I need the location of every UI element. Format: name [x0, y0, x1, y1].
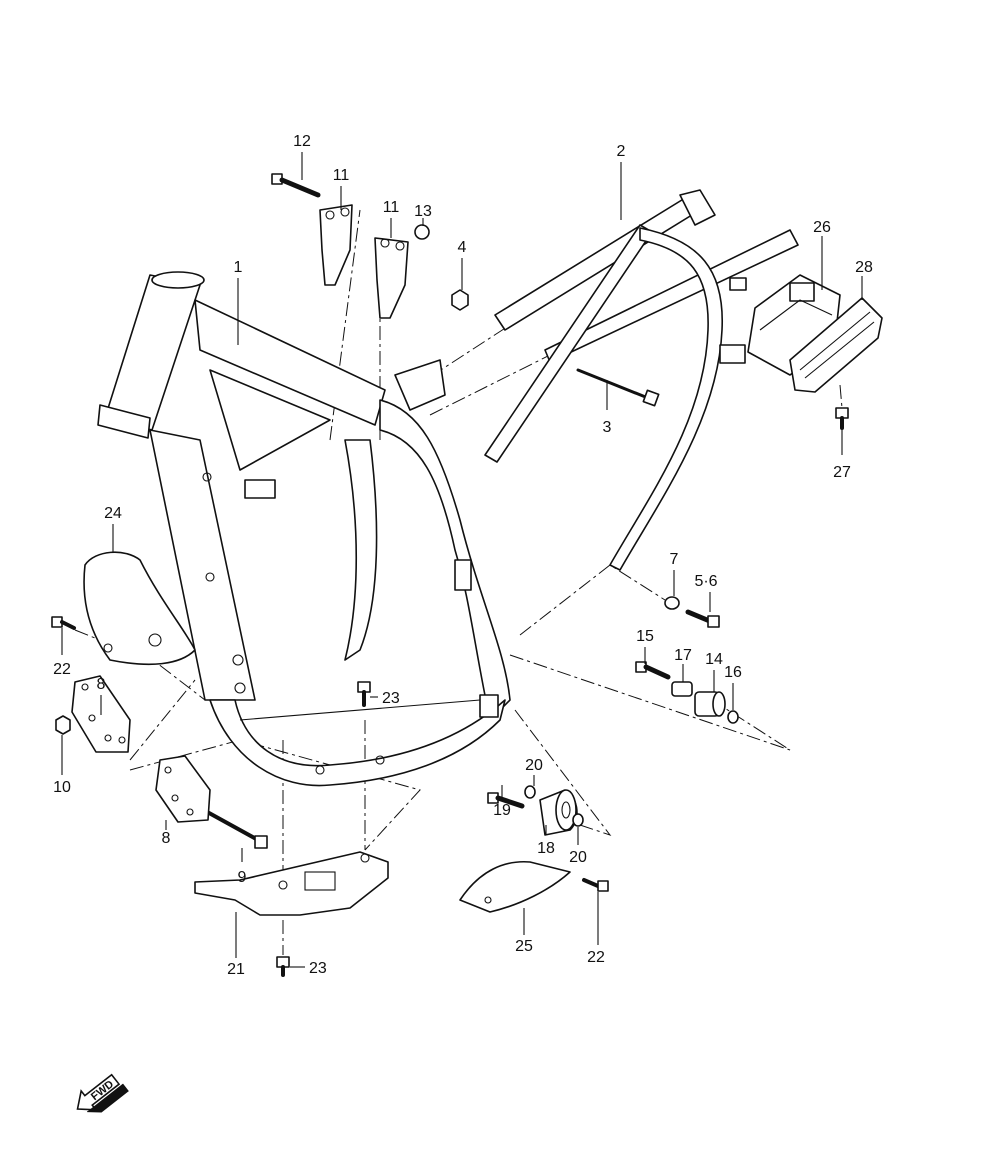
callout-7: 7 — [670, 551, 679, 568]
collar-17 — [671, 681, 693, 697]
bolt-23b — [276, 956, 290, 977]
roller-18 — [539, 789, 578, 836]
callout-13: 13 — [414, 203, 432, 220]
callouts: 1 2 3 4 5·6 7 8 8 9 10 11 11 12 13 14 15… — [53, 133, 873, 978]
callout-25: 25 — [515, 938, 533, 955]
engine-plate-8b — [155, 755, 211, 823]
skid-plate-21 — [194, 851, 389, 916]
callout-11a: 11 — [333, 167, 350, 184]
engine-mount-bracket-11b — [374, 237, 409, 319]
callout-15: 15 — [636, 628, 654, 645]
callout-8b: 8 — [162, 830, 171, 847]
callout-22b: 22 — [587, 949, 605, 966]
callout-20b: 20 — [569, 849, 587, 866]
callout-23a: 23 — [382, 690, 400, 707]
callout-20a: 20 — [525, 757, 543, 774]
callout-24: 24 — [104, 505, 122, 522]
main-frame — [97, 271, 511, 787]
washer-20a — [524, 785, 536, 799]
washer-16 — [727, 710, 739, 724]
callout-4: 4 — [458, 239, 467, 256]
callout-5-6: 5·6 — [694, 573, 717, 590]
callout-2: 2 — [617, 143, 626, 160]
bolt-22a — [51, 616, 76, 630]
callout-23b: 23 — [309, 960, 327, 977]
callout-3: 3 — [603, 419, 612, 436]
washer-7 — [664, 596, 680, 610]
callout-27: 27 — [833, 464, 851, 481]
bolt-23a — [357, 681, 371, 707]
frame-guard-24 — [83, 551, 196, 666]
callout-21: 21 — [227, 961, 245, 978]
fwd-arrow-icon: FWD — [76, 1073, 129, 1113]
callout-11b: 11 — [383, 199, 400, 216]
callout-1: 1 — [234, 259, 243, 276]
nut-10 — [55, 715, 71, 735]
callout-12: 12 — [293, 133, 311, 150]
callout-19: 19 — [493, 802, 511, 819]
guard-25 — [459, 860, 571, 913]
bolt-22b — [582, 878, 609, 892]
callout-18: 18 — [537, 840, 555, 857]
bushing-14 — [694, 691, 726, 717]
callout-14: 14 — [705, 651, 723, 668]
bolt-9 — [198, 806, 268, 849]
callout-28: 28 — [855, 259, 873, 276]
leader-lines — [61, 152, 863, 968]
engine-mount-bracket-11a — [319, 204, 353, 286]
nut-4 — [451, 289, 469, 311]
callout-16: 16 — [724, 664, 742, 681]
bolt-12 — [271, 173, 321, 198]
bolt-15 — [635, 661, 671, 680]
washer-20b — [572, 813, 584, 827]
bolt-3 — [576, 368, 660, 407]
bolt-27 — [835, 407, 849, 430]
callout-8a: 8 — [97, 676, 106, 693]
callout-26: 26 — [813, 219, 831, 236]
callout-22a: 22 — [53, 661, 71, 678]
callout-9: 9 — [238, 869, 247, 886]
callout-10: 10 — [53, 779, 71, 796]
nut-13 — [414, 224, 430, 240]
rear-subframe — [484, 189, 799, 571]
bolt-5-6 — [685, 609, 720, 628]
callout-17: 17 — [674, 647, 692, 664]
